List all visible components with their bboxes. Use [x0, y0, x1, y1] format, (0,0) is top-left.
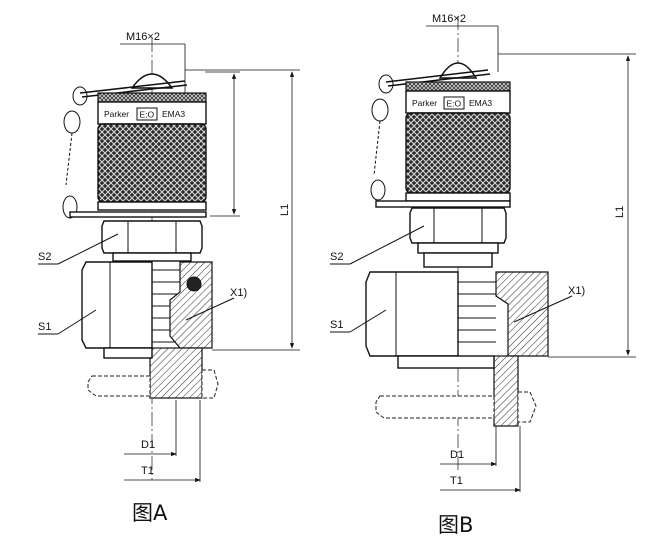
- adapter-hatch-a: [149, 347, 203, 399]
- figure-b: M16×2 Parker E:O EMA3: [330, 13, 636, 537]
- o-ring-a: [186, 276, 202, 292]
- cap-model-b: EMA3: [469, 98, 492, 108]
- d1-label-a: D1: [141, 439, 155, 451]
- cap-logo-a: E:O: [140, 110, 155, 120]
- port-outline-a: [87, 375, 151, 397]
- thread-b: [458, 281, 496, 343]
- cap-top-band-a: [97, 92, 207, 103]
- cap-knurl-a: [97, 123, 207, 203]
- chain-b: [370, 74, 394, 201]
- s1-label-b: S1: [330, 319, 343, 331]
- s1-label-a: S1: [38, 321, 51, 333]
- washer-a: [69, 211, 207, 218]
- hex-s1-b: [365, 271, 459, 357]
- x1-label-b: X1): [568, 285, 585, 297]
- s2-label-b: S2: [330, 251, 343, 263]
- cap-brand-a: Parker: [104, 109, 129, 119]
- cap-top-band-b: [405, 81, 511, 92]
- t1-label-b: T1: [450, 475, 463, 487]
- d1-label-b: D1: [450, 449, 464, 461]
- x1-label-a: X1): [230, 287, 247, 299]
- section-hatch-b: [495, 271, 549, 357]
- cap-logo-b: E:O: [447, 99, 462, 109]
- thread-label-b: M16×2: [432, 13, 466, 25]
- figure-a: M16×2 Parker E:O EMA3: [38, 31, 300, 525]
- chain-a: [62, 86, 88, 219]
- section-hatch-a: [169, 261, 213, 349]
- cap-logo-box-b: [443, 96, 465, 110]
- caption-a: 图A: [132, 501, 168, 525]
- hex-s1-a: [81, 261, 153, 349]
- cap-logo-box-a: [136, 107, 158, 121]
- t1-label-a: T1: [141, 465, 154, 477]
- l1-label-a: L1: [279, 204, 291, 216]
- caption-b: 图B: [438, 513, 473, 537]
- cap-model-a: EMA3: [162, 109, 185, 119]
- port-outline-b: [375, 395, 495, 419]
- cap-brand-b: Parker: [412, 98, 437, 108]
- cap-dome-a: [130, 73, 174, 89]
- cap-knurl-b: [405, 112, 511, 194]
- thread-label-a: M16×2: [126, 31, 160, 43]
- washer-b: [375, 200, 511, 208]
- hex-s2-b: [409, 207, 507, 244]
- s2-label-a: S2: [38, 251, 51, 263]
- adapter-hatch-b: [493, 355, 519, 427]
- l1-label-b: L1: [614, 206, 626, 218]
- hex-s2-a: [101, 220, 203, 254]
